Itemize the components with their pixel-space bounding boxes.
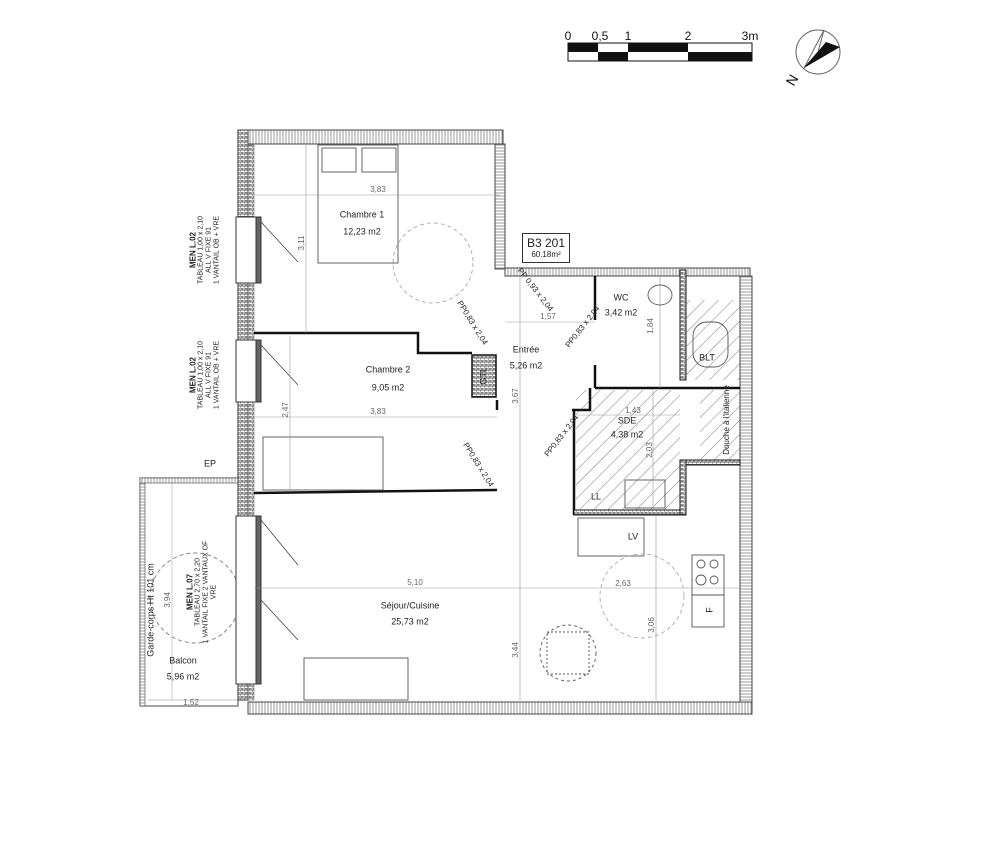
- window-label: MEN L.07 TABLEAU 2,70 x 2,20 1 VANTAIL F…: [185, 541, 218, 644]
- balcony: [139, 477, 241, 707]
- room-name: Chambre 2: [365, 364, 411, 375]
- dimension: 2,47: [281, 402, 290, 418]
- window-ref: MEN L.07: [185, 573, 195, 611]
- blt-label: BLT: [699, 352, 715, 363]
- room-area: 25,73 m2: [391, 616, 429, 627]
- dimension: 1,52: [183, 698, 199, 707]
- furniture: [262, 144, 729, 701]
- dimension: 3,06: [647, 617, 656, 633]
- room-area: 9,05 m2: [371, 382, 405, 393]
- window-spec: 1 VANTAIL FIXE 2 VANTAUX OF: [202, 540, 210, 644]
- sde-tiled-floor: [576, 390, 680, 510]
- dimension: 3,83: [370, 185, 386, 194]
- room-area: 5,96 m2: [166, 671, 200, 682]
- dimension: 2,03: [645, 442, 654, 458]
- blt-area: [686, 300, 740, 380]
- windows: [235, 216, 299, 685]
- scale-label: 3m: [741, 29, 759, 43]
- window-ref: MEN L.02: [188, 232, 198, 269]
- shower-label: Douche à l'italienne: [722, 385, 731, 455]
- dimension: 3,67: [511, 388, 520, 404]
- scale-label: 0: [564, 29, 572, 43]
- window-spec: TABLEAU 1,00 x 2,10: [197, 341, 205, 409]
- window-spec: 1 VANTAIL OB + VRE: [213, 215, 221, 285]
- dimension: 5,10: [407, 578, 423, 587]
- window-spec: TABLEAU 1,00 x 2,10: [197, 216, 205, 284]
- dimension: 2,63: [615, 579, 631, 588]
- exterior-walls: [237, 129, 753, 715]
- window-spec: 1 VANTAIL OB + VRE: [213, 340, 221, 410]
- unit-area: 60.18m²: [531, 250, 561, 259]
- dimension: 1,57: [540, 312, 556, 321]
- shower-area: [700, 390, 740, 460]
- railing-label: Garde-corps Ht 101 cm: [145, 563, 156, 657]
- window-spec: VRE: [210, 584, 218, 600]
- window-ref: MEN L.02: [188, 357, 198, 394]
- fridge-label: F: [704, 607, 715, 613]
- room-name: Balcon: [169, 655, 197, 666]
- scale-label: 1: [624, 29, 632, 43]
- dimension: 1,43: [625, 406, 641, 415]
- room-area: 12,23 m2: [343, 226, 381, 237]
- room-area: 5,26 m2: [509, 360, 543, 371]
- ll-label: LL: [590, 491, 602, 502]
- room-name: Entrée: [512, 344, 540, 355]
- dimension: 3,83: [370, 407, 386, 416]
- room-name: Séjour/Cuisine: [380, 600, 440, 611]
- window-spec: ALL V FIXE 91: [205, 226, 213, 274]
- room-name: Chambre 1: [339, 209, 385, 220]
- lv-label: LV: [627, 531, 639, 542]
- north-arrow-icon: [795, 29, 841, 75]
- dimension: 3,44: [511, 642, 520, 658]
- window-label: MEN L.02 TABLEAU 1,00 x 2,10 ALL V FIXE …: [188, 216, 221, 284]
- dimension: 3,11: [297, 235, 306, 251]
- window-spec: TABLEAU 2,70 x 2,20: [194, 558, 202, 626]
- room-name: WC: [613, 292, 629, 303]
- window-label: MEN L.02 TABLEAU 1,00 x 2,10 ALL V FIXE …: [188, 341, 221, 409]
- interior-walls: [253, 269, 741, 516]
- scale-label: 2: [684, 29, 692, 43]
- scale-bar: [567, 42, 753, 62]
- window-spec: ALL V FIXE 91: [205, 351, 213, 399]
- dimension-lines: [254, 145, 740, 700]
- scale-label: 0,5: [591, 29, 609, 43]
- room-name: SDE: [617, 415, 637, 426]
- ep-label: EP: [203, 458, 217, 469]
- unit-label: B3 201 60.18m²: [522, 233, 570, 263]
- room-area: 4,38 m2: [610, 429, 644, 440]
- dimension: 1,84: [646, 318, 655, 334]
- unit-id: B3 201: [526, 236, 566, 250]
- room-area: 3,42 m2: [604, 307, 638, 318]
- dimension: 3,94: [163, 592, 172, 608]
- gtl-label: GTL: [478, 367, 489, 385]
